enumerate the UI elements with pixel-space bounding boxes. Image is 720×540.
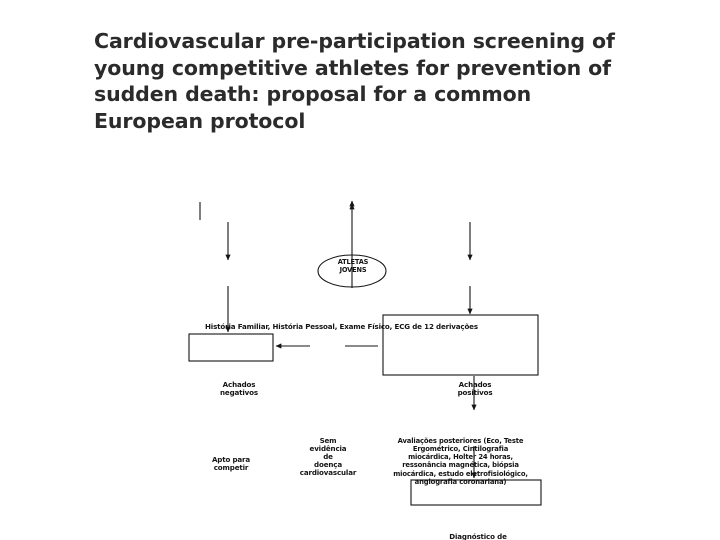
further-evaluation-box <box>382 314 539 376</box>
flowchart-lines <box>188 200 542 506</box>
node-diagnosis-label: Diagnóstico de doença cardiovascular <box>449 532 507 540</box>
fit-to-compete-box <box>188 333 274 362</box>
node-negative-findings-label: Achados negativos <box>220 380 258 397</box>
page-title: Cardiovascular pre-participation screeni… <box>94 29 615 133</box>
node-start-label: ATLETAS JOVENS <box>337 258 369 275</box>
node-positive-findings-label: Achados positivos <box>457 380 493 397</box>
node-fit-to-compete-label: Apto para competir <box>211 455 251 472</box>
node-evaluation-label: História Familiar, História Pessoal, Exa… <box>205 322 478 331</box>
node-further-evaluation-label: Avaliações posteriores (Eco, Teste Ergom… <box>393 437 528 486</box>
flowchart-diagram: ATLETAS JOVENS História Familiar, Histór… <box>0 118 720 540</box>
node-no-evidence-label: Sem evidência de doença cardiovascular <box>299 436 357 477</box>
conduct-box <box>410 479 542 506</box>
